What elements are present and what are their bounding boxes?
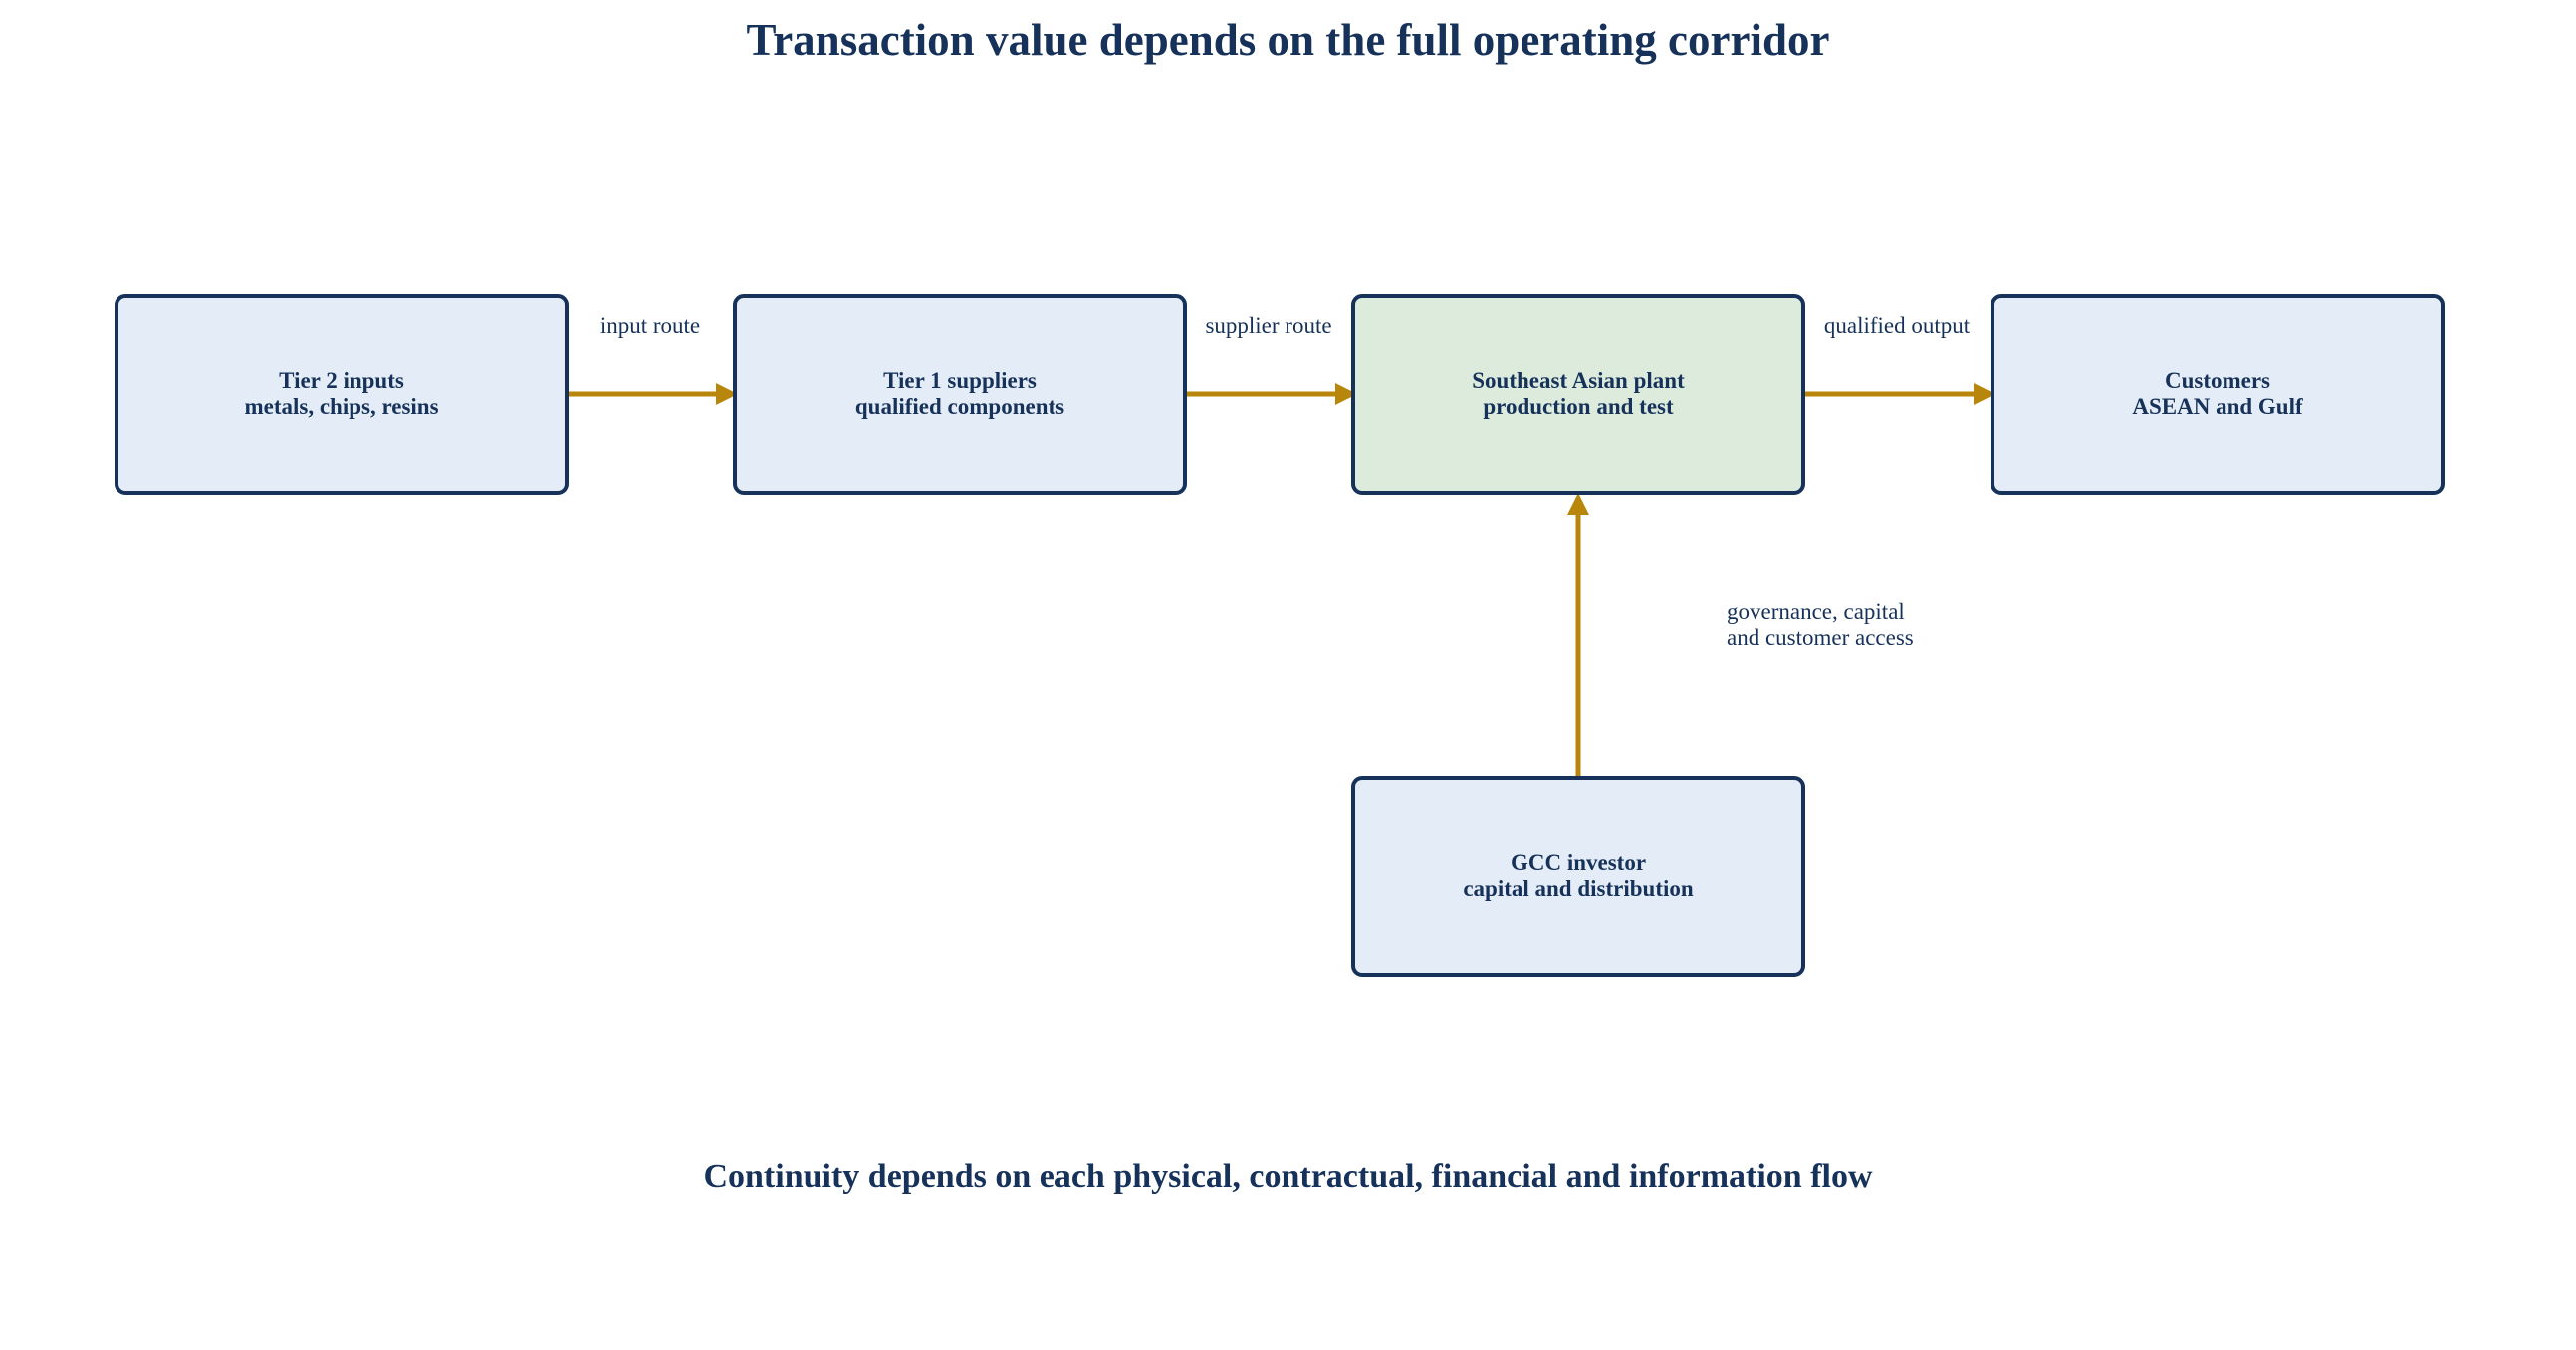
edge-plant-to-customers	[1796, 383, 1995, 405]
node-box	[115, 294, 569, 495]
node-title: Tier 1 suppliers	[883, 368, 1037, 393]
edge-tier1-to-plant	[1180, 383, 1357, 405]
edge-investor-to-plant	[1567, 493, 1589, 782]
node-box	[1991, 294, 2445, 495]
edge-label-governance-line1: governance, capital	[1727, 599, 1905, 624]
node-subtitle: metals, chips, resins	[244, 394, 438, 419]
node-subtitle: capital and distribution	[1463, 876, 1694, 901]
node-title: Tier 2 inputs	[279, 368, 404, 393]
diagram-title: Transaction value depends on the full op…	[746, 15, 1830, 65]
node-customers: Customers ASEAN and Gulf	[1991, 294, 2445, 495]
node-box	[733, 294, 1187, 495]
node-title: Customers	[2165, 368, 2270, 393]
node-subtitle: ASEAN and Gulf	[2132, 394, 2303, 419]
node-southeast-asian-plant: Southeast Asian plant production and tes…	[1351, 294, 1805, 495]
node-subtitle: qualified components	[855, 394, 1064, 419]
node-gcc-investor: GCC investor capital and distribution	[1351, 776, 1805, 977]
edge-label-input-route: input route	[600, 313, 700, 338]
node-title: Southeast Asian plant	[1472, 368, 1685, 393]
diagram-footer: Continuity depends on each physical, con…	[703, 1158, 1873, 1195]
edge-tier2-to-tier1	[561, 383, 738, 405]
node-tier1-suppliers: Tier 1 suppliers qualified components	[733, 294, 1187, 495]
node-box-highlight	[1351, 294, 1805, 495]
node-title: GCC investor	[1511, 850, 1646, 875]
node-box	[1351, 776, 1805, 977]
edge-label-governance-line2: and customer access	[1727, 625, 1914, 650]
edge-label-qualified-output: qualified output	[1824, 313, 1971, 338]
node-tier2-inputs: Tier 2 inputs metals, chips, resins	[115, 294, 569, 495]
edge-label-supplier-route: supplier route	[1205, 313, 1331, 338]
node-subtitle: production and test	[1483, 394, 1674, 419]
